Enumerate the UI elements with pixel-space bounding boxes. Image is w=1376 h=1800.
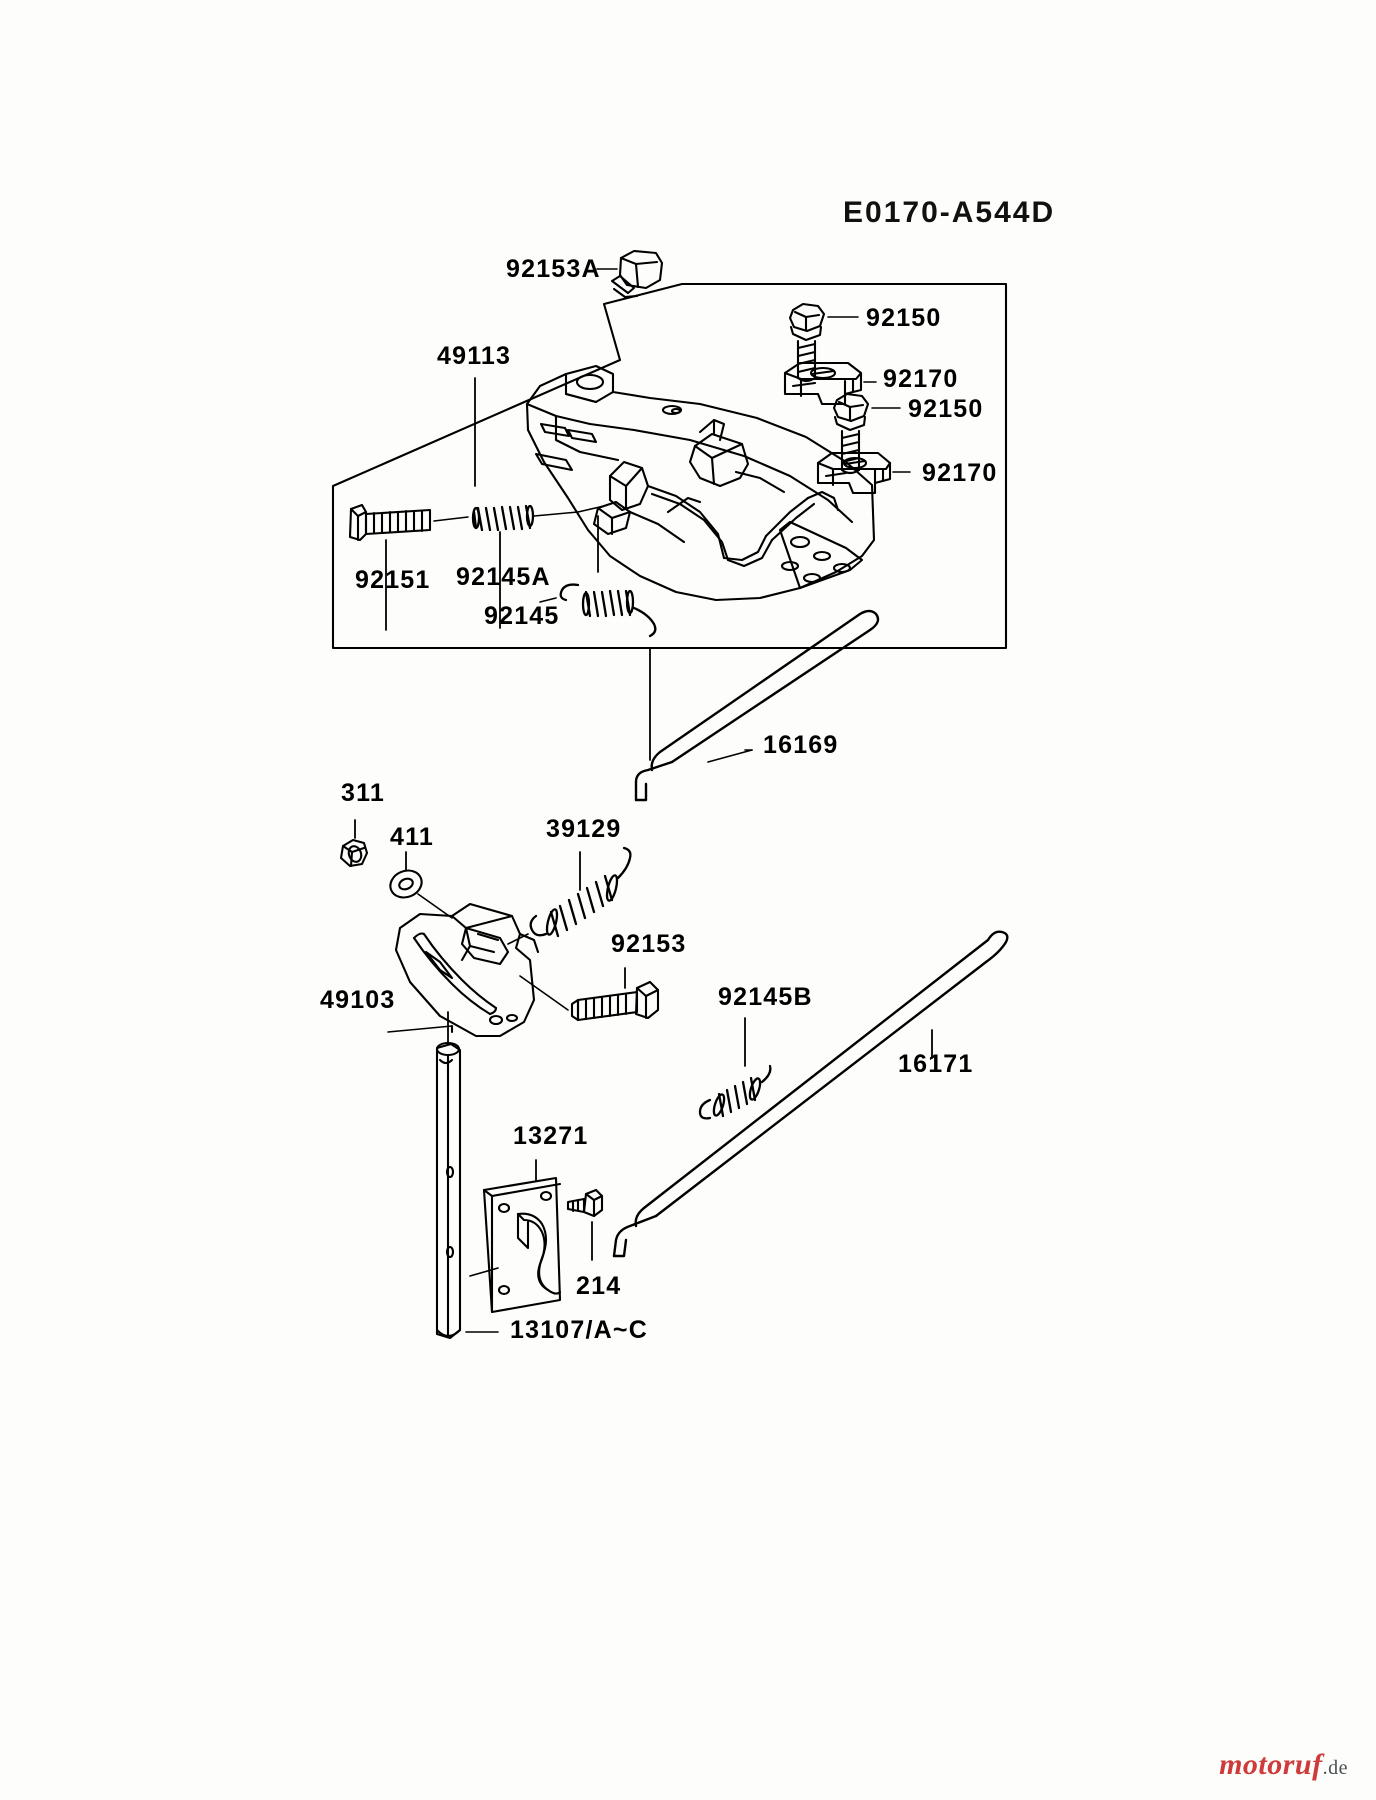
part-label-13271: 13271 <box>513 1122 589 1150</box>
watermark-suffix: .de <box>1322 1757 1348 1779</box>
part-label-92145B: 92145B <box>718 983 813 1011</box>
part-label-49113: 49113 <box>437 342 512 370</box>
part-label-92153A: 92153A <box>506 255 601 283</box>
part-label-16171: 16171 <box>898 1050 974 1078</box>
part-label-49103: 49103 <box>320 986 396 1014</box>
part-label-214: 214 <box>576 1272 622 1300</box>
part-label-92151: 92151 <box>355 566 431 594</box>
diagram-title: E0170-A544D <box>843 196 1056 229</box>
part-label-92145A: 92145A <box>456 563 551 591</box>
part-label-92153: 92153 <box>611 930 687 958</box>
part-label-16169: 16169 <box>763 731 839 759</box>
part-label-92145: 92145 <box>484 602 560 630</box>
part-label-92170-lower: 92170 <box>922 459 998 487</box>
part-label-92170-upper: 92170 <box>883 365 959 393</box>
watermark-brand: motoruf <box>1219 1748 1323 1781</box>
part-label-411: 411 <box>390 823 434 851</box>
part-label-92150-upper: 92150 <box>866 304 942 332</box>
part-label-92150-lower: 92150 <box>908 395 984 423</box>
part-label-311: 311 <box>341 779 385 807</box>
watermark: motoruf.de <box>1219 1748 1348 1782</box>
part-label-13107: 13107/A~C <box>510 1316 648 1344</box>
part-label-39129: 39129 <box>546 815 622 843</box>
